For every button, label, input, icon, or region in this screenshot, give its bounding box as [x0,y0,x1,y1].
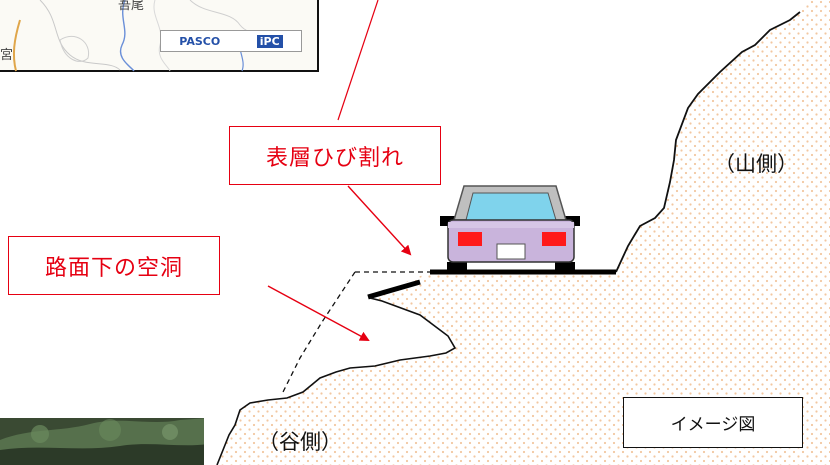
car-rear-icon [440,185,580,273]
crack-leader-arrow [347,185,412,256]
crack-leader-to-map [337,0,379,121]
map-edge-label: 宮 [0,48,14,63]
mountain-slope-line [615,11,801,273]
hillside-photo [0,418,208,465]
map-place-label: 吾尾 [118,0,145,13]
pasco-logo: PASCO [179,34,221,48]
cracked-road-edge [367,279,421,300]
map-logo-box: PASCO iPC [160,30,302,52]
slope-ground [217,0,830,465]
surface-crack-callout: 表層ひび割れ [229,126,441,185]
original-ground-dashed [282,271,430,393]
cavity-callout: 路面下の空洞 [8,236,220,295]
cavity-leader-arrow [267,285,370,341]
mountain-side-label: （山側） [714,152,798,176]
image-note-box: イメージ図 [623,397,803,448]
ipc-logo: iPC [256,34,283,48]
valley-side-label: （谷側） [258,430,342,454]
valley-slope-line [216,297,457,465]
